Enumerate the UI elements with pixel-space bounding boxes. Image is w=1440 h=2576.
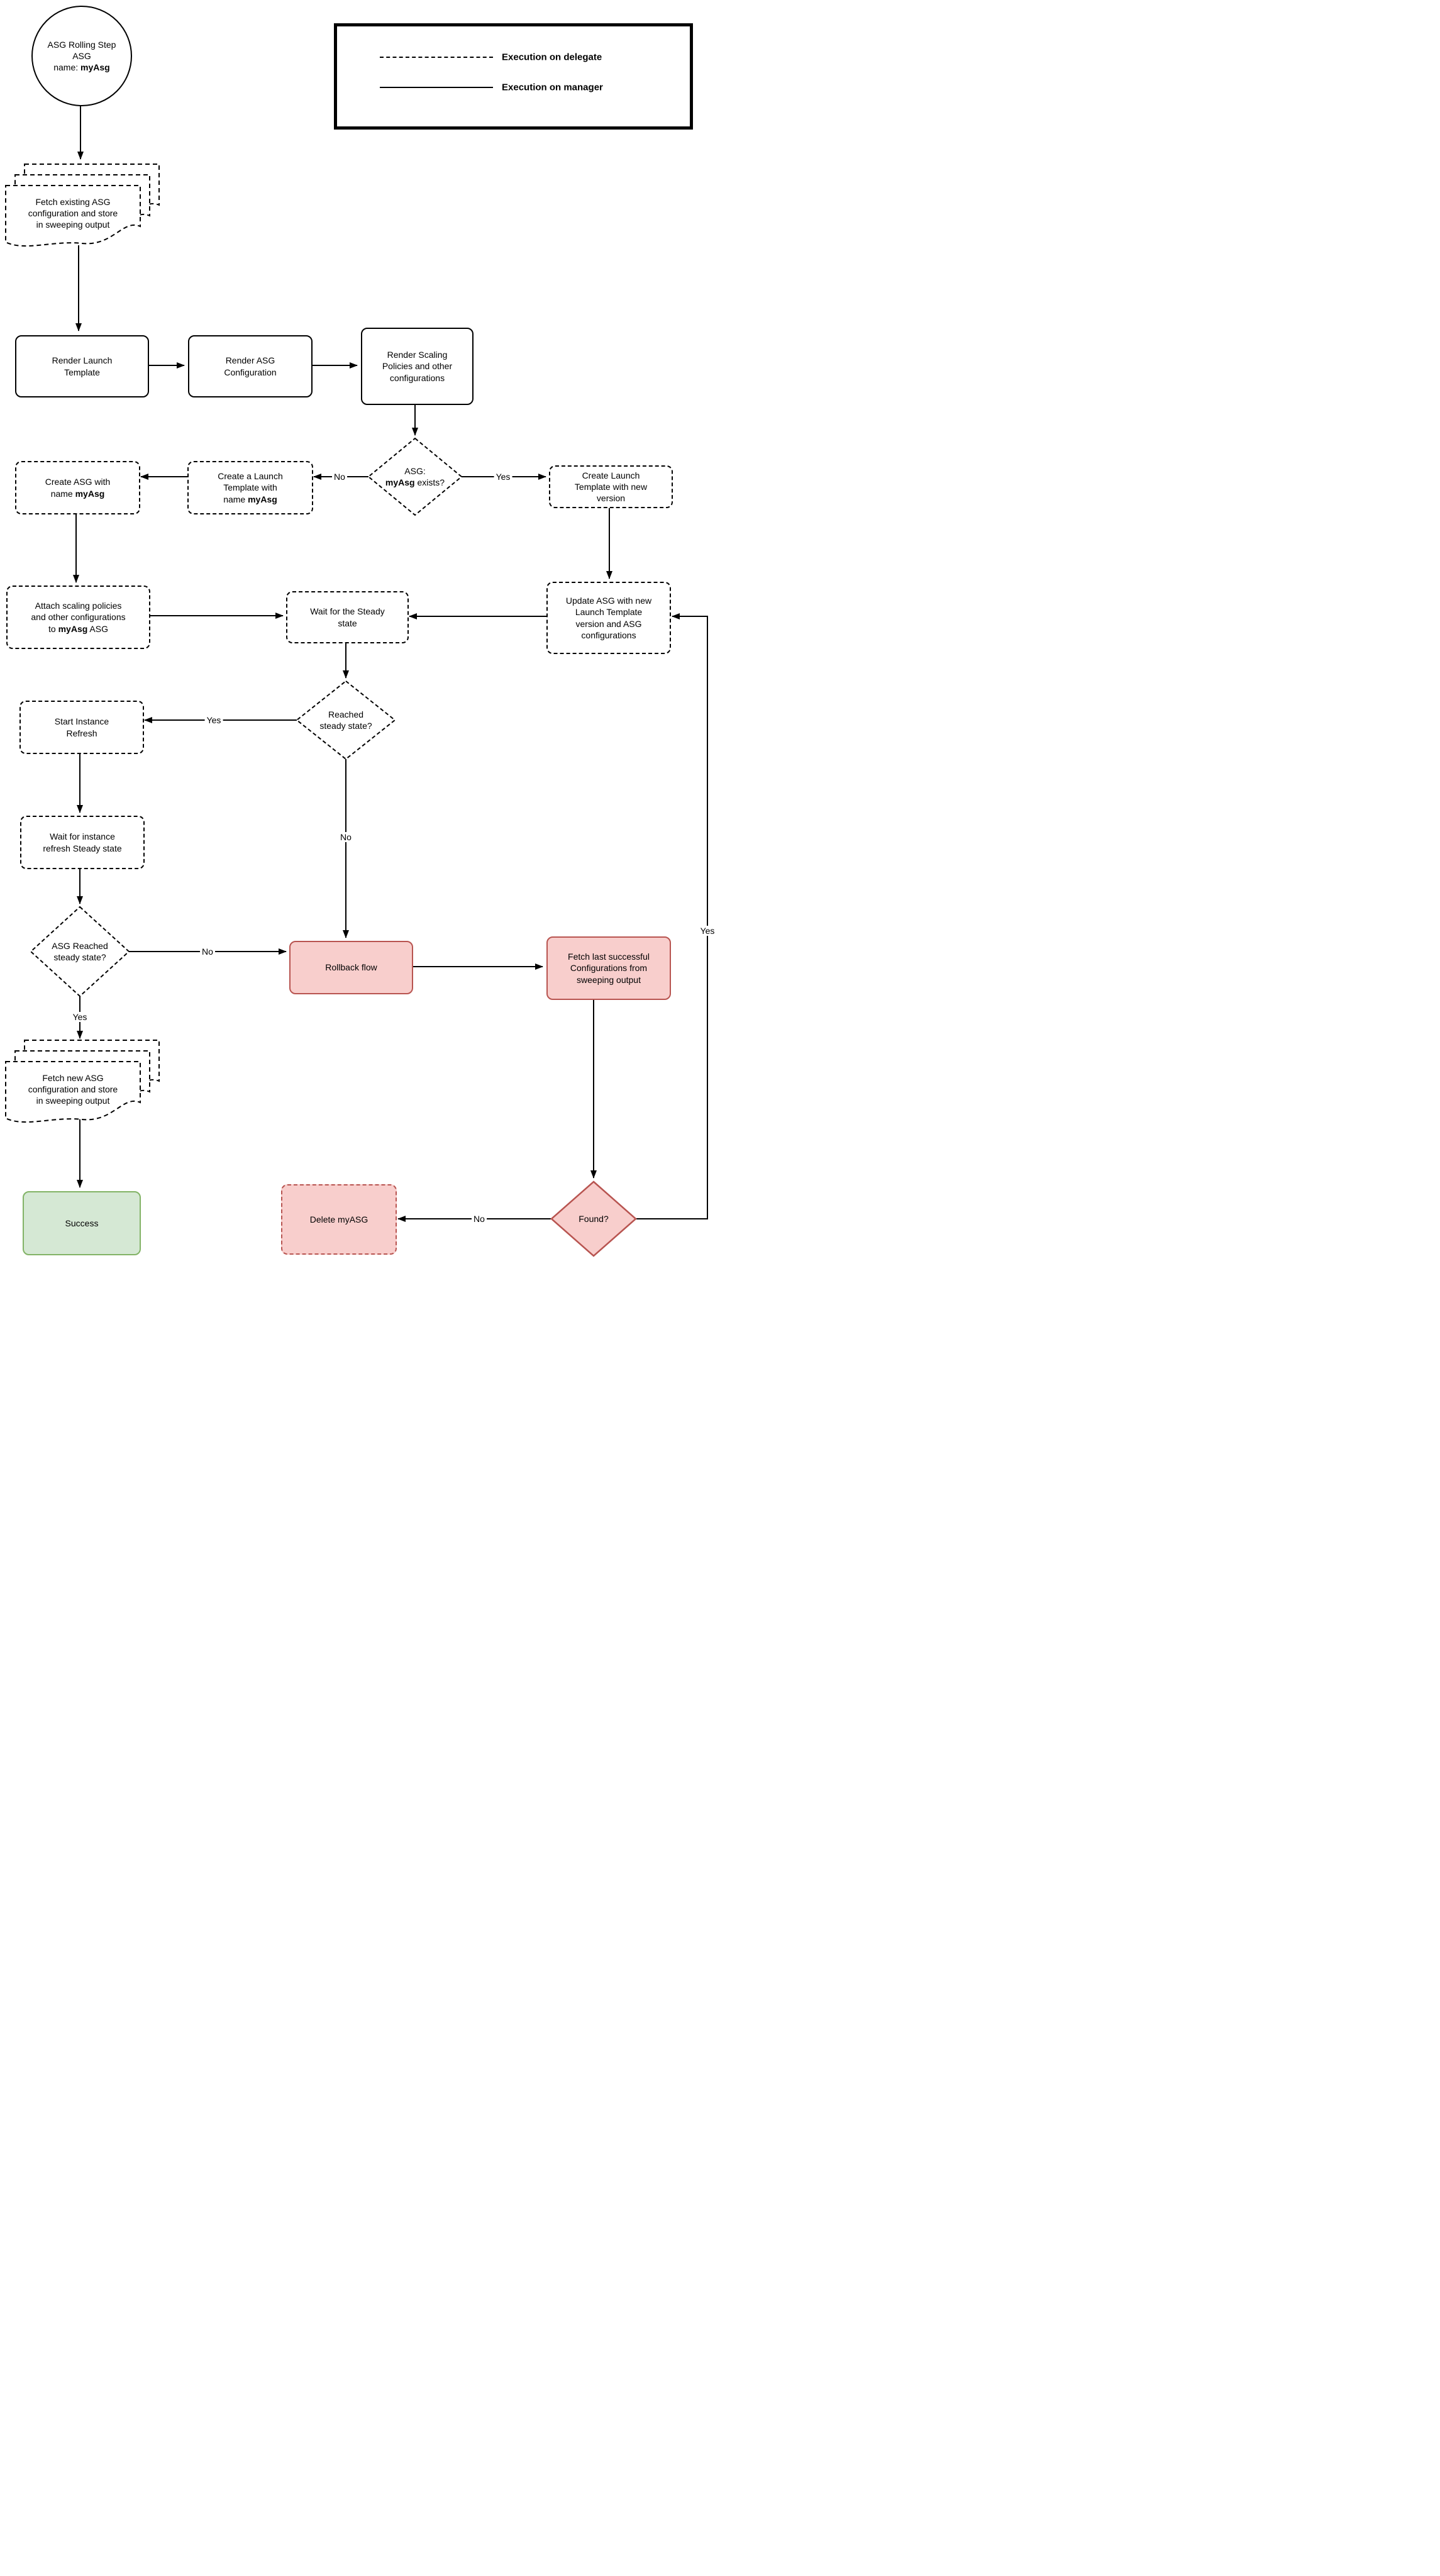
- text-line: and other configurations: [31, 612, 126, 623]
- legend-delegate-label: Execution on delegate: [502, 52, 602, 63]
- text-line: sweeping output: [577, 974, 641, 985]
- decision-asg-reached-shape: [30, 906, 130, 997]
- edge-label-no-exists: No: [332, 472, 347, 482]
- node-update-asg: Update ASG with new Launch Template vers…: [546, 582, 671, 654]
- text-line: Create Launch: [582, 470, 640, 480]
- text-line: Fetch last successful: [568, 952, 650, 962]
- legend-solid-line: [380, 87, 493, 88]
- edge-label-yes-asg-reached: Yes: [70, 1012, 89, 1022]
- text-line: Wait for the Steady: [310, 606, 385, 617]
- text-line: Policies and other: [382, 361, 453, 372]
- document-fetch-existing-shape: [5, 164, 160, 247]
- node-start-circle: ASG Rolling Step ASG name: myAsg: [31, 6, 132, 106]
- edge-label-no-reached: No: [338, 832, 353, 842]
- text-line: Create ASG with: [45, 477, 111, 487]
- document-fetch-new-shape: [5, 1040, 160, 1123]
- text-line: name myAsg: [50, 488, 105, 499]
- node-render-asg-configuration: Render ASG Configuration: [188, 335, 313, 397]
- node-attach-scaling-policies: Attach scaling policies and other config…: [6, 586, 150, 649]
- legend-dashed-line: [380, 57, 493, 58]
- text-line: Configurations from: [570, 963, 648, 974]
- node-wait-instance-refresh: Wait for instance refresh Steady state: [20, 816, 145, 869]
- legend-box: Execution on delegate Execution on manag…: [334, 23, 693, 130]
- text-line: ASG Rolling Step: [47, 39, 116, 50]
- text-line: Render ASG: [225, 355, 275, 366]
- node-fetch-last-successful: Fetch last successful Configurations fro…: [546, 936, 671, 1000]
- text-line: Template: [64, 367, 100, 377]
- edge-label-no-found: No: [472, 1214, 487, 1224]
- text-line: to myAsg ASG: [48, 623, 108, 634]
- text-line: Template with: [223, 482, 277, 493]
- text-line: refresh Steady state: [43, 843, 122, 853]
- decision-found-shape: [550, 1180, 637, 1257]
- connector-layer: [5, 104, 708, 1257]
- text-line: Rollback flow: [325, 962, 377, 973]
- text-line: Render Scaling: [387, 350, 448, 360]
- text-line: configurations: [581, 630, 636, 640]
- text-line: state: [338, 618, 357, 628]
- edge-label-yes-exists: Yes: [494, 472, 512, 482]
- node-render-scaling-policies: Render Scaling Policies and other config…: [361, 328, 474, 405]
- text-line: Success: [65, 1218, 99, 1228]
- node-create-launch-template-new: Create Launch Template with new version: [549, 465, 673, 508]
- text-line: Refresh: [66, 728, 97, 738]
- text-line: Attach scaling policies: [35, 601, 122, 611]
- node-rollback-flow: Rollback flow: [289, 941, 413, 994]
- text-line: name myAsg: [223, 494, 277, 504]
- node-create-launch-template-named: Create a Launch Template with name myAsg: [187, 461, 313, 514]
- text-line: Wait for instance: [50, 831, 115, 842]
- connectors: [73, 104, 708, 1222]
- text-line: version: [596, 493, 626, 504]
- text-line: ASG: [72, 50, 91, 61]
- text-line: configurations: [389, 372, 445, 383]
- node-create-asg: Create ASG with name myAsg: [15, 461, 140, 514]
- node-delete-myasg: Delete myASG: [281, 1184, 397, 1255]
- text-line: Template with new: [574, 481, 648, 492]
- text-line: Launch Template: [575, 607, 643, 618]
- legend-manager-label: Execution on manager: [502, 82, 603, 93]
- text-line: name: myAsg: [53, 62, 110, 73]
- node-start-instance-refresh: Start Instance Refresh: [19, 701, 144, 754]
- decision-reached-steady-shape: [296, 680, 396, 760]
- text-line: Create a Launch: [218, 471, 283, 482]
- text-line: Render Launch: [52, 355, 113, 366]
- text-line: Start Instance: [54, 716, 109, 727]
- edge-label-yes-reached: Yes: [204, 715, 223, 725]
- text-line: Update ASG with new: [565, 596, 652, 606]
- edge-label-no-asg-reached: No: [200, 947, 215, 957]
- text-line: Configuration: [224, 367, 277, 377]
- node-wait-steady-state: Wait for the Steady state: [286, 591, 409, 643]
- edge-found-yes: [636, 613, 708, 1219]
- text-line: version and ASG: [575, 618, 642, 629]
- edge-label-yes-found: Yes: [698, 926, 717, 936]
- node-render-launch-template: Render Launch Template: [15, 335, 149, 397]
- decision-asg-exists-shape: [367, 437, 463, 516]
- node-success: Success: [23, 1191, 141, 1255]
- text-line: Delete myASG: [309, 1214, 368, 1224]
- flowchart-canvas: Execution on delegate Execution on manag…: [0, 0, 720, 1288]
